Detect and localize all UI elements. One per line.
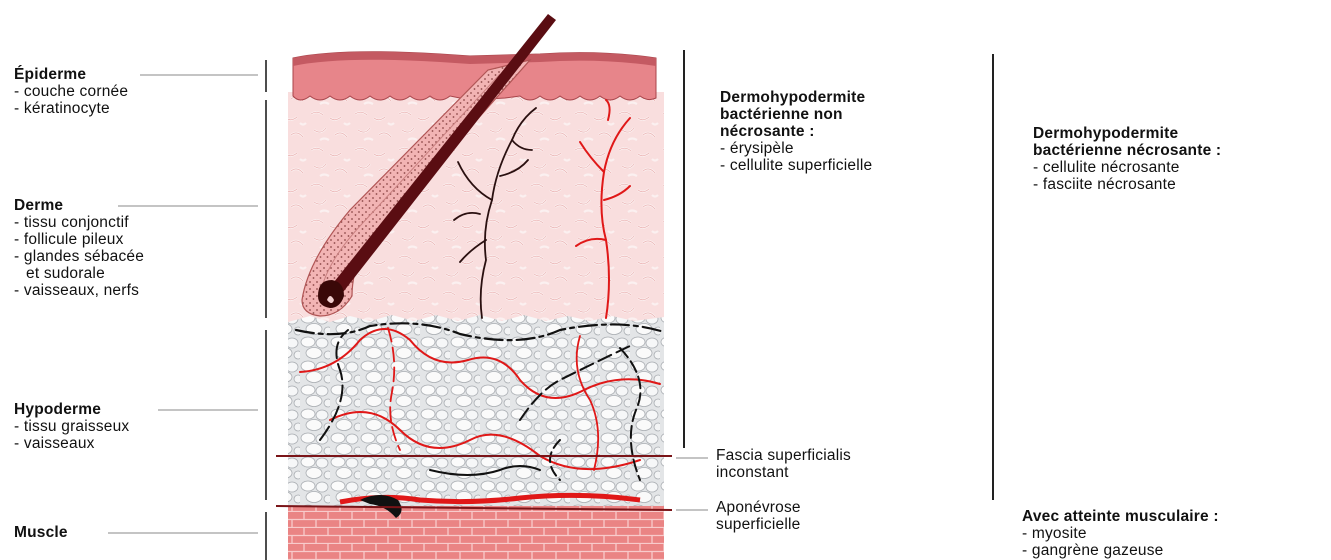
fascia-line-1: Fascia superficialis bbox=[716, 447, 851, 464]
non-necrosante-item: - érysipèle bbox=[720, 140, 872, 157]
label-aponevrose: Aponévrose superficielle bbox=[716, 499, 801, 533]
non-necrosante-title: Dermohypodermite bbox=[720, 89, 872, 106]
category-non-necrosante: Dermohypodermite bactérienne non nécrosa… bbox=[720, 89, 872, 174]
derme-item: - tissu conjonctif bbox=[14, 214, 144, 231]
hypodermis-layer bbox=[288, 315, 664, 506]
derme-item: - follicule pileux bbox=[14, 231, 144, 248]
epiderme-title: Épiderme bbox=[14, 66, 128, 83]
category-necrosante: Dermohypodermite bactérienne nécrosante … bbox=[1033, 125, 1221, 193]
non-necrosante-title: nécrosante : bbox=[720, 123, 872, 140]
hypoderme-item: - vaisseaux bbox=[14, 435, 129, 452]
epiderme-item: - couche cornée bbox=[14, 83, 128, 100]
label-muscle: Muscle bbox=[14, 524, 68, 541]
label-fascia-superficialis: Fascia superficialis inconstant bbox=[716, 447, 851, 481]
derme-title: Derme bbox=[14, 197, 144, 214]
hypoderme-title: Hypoderme bbox=[14, 401, 129, 418]
derme-item: et sudorale bbox=[14, 265, 144, 282]
musculaire-title: Avec atteinte musculaire : bbox=[1022, 508, 1219, 525]
category-atteinte-musculaire: Avec atteinte musculaire : - myosite - g… bbox=[1022, 508, 1219, 559]
muscle-layer bbox=[288, 506, 664, 560]
necrosante-title: Dermohypodermite bbox=[1033, 125, 1221, 142]
musculaire-item: - myosite bbox=[1022, 525, 1219, 542]
label-hypoderme: Hypoderme - tissu graisseux - vaisseaux bbox=[14, 401, 129, 452]
non-necrosante-item: - cellulite superficielle bbox=[720, 157, 872, 174]
necrosante-item: - cellulite nécrosante bbox=[1033, 159, 1221, 176]
aponevrose-line-1: Aponévrose bbox=[716, 499, 801, 516]
fascia-line-2: inconstant bbox=[716, 464, 851, 481]
non-necrosante-title: bactérienne non bbox=[720, 106, 872, 123]
necrosante-item: - fasciite nécrosante bbox=[1033, 176, 1221, 193]
hypoderme-item: - tissu graisseux bbox=[14, 418, 129, 435]
label-derme: Derme - tissu conjonctif - follicule pil… bbox=[14, 197, 144, 299]
label-epiderme: Épiderme - couche cornée - kératinocyte bbox=[14, 66, 128, 117]
derme-item: - glandes sébacée bbox=[14, 248, 144, 265]
epiderme-item: - kératinocyte bbox=[14, 100, 128, 117]
muscle-title: Muscle bbox=[14, 524, 68, 541]
necrosante-title: bactérienne nécrosante : bbox=[1033, 142, 1221, 159]
derme-item: - vaisseaux, nerfs bbox=[14, 282, 144, 299]
musculaire-item: - gangrène gazeuse bbox=[1022, 542, 1219, 559]
aponevrose-line-2: superficielle bbox=[716, 516, 801, 533]
